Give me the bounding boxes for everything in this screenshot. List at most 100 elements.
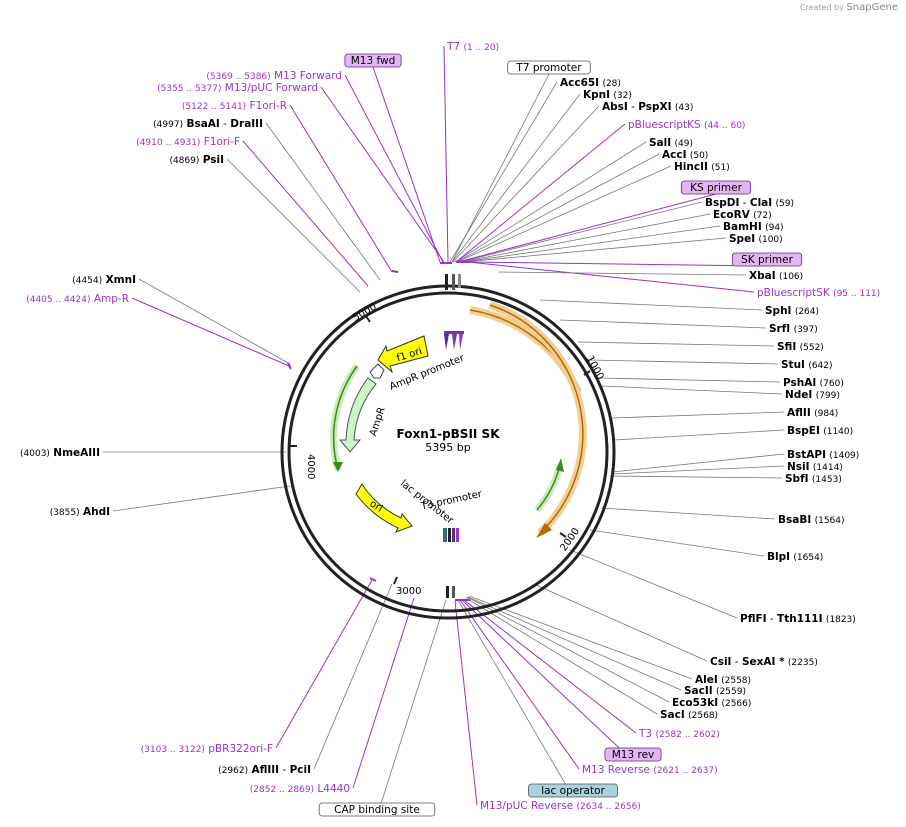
- pshai-label: PshAI (760): [783, 377, 844, 389]
- blpi-text: BlpI (1654): [767, 551, 823, 563]
- leader-bspei: [613, 429, 785, 441]
- bsabi-text: BsaBI (1564): [778, 514, 845, 526]
- site-labels: M13 fwd T7 (1 .. 20) T7 promoter (5369 .. 5…: [20, 41, 880, 817]
- kpni-label: KpnI (32): [583, 89, 632, 101]
- leader-sk-primer: [469, 261, 768, 267]
- t7-text: T7 (1 .. 20): [446, 41, 499, 53]
- green-arrow-right: [556, 458, 564, 472]
- bspei-label: BspEI (1140): [787, 425, 853, 437]
- ks-primer-text: KS primer: [690, 182, 742, 194]
- pbluescriptsk-label: pBluescriptSK (95 .. 111): [757, 287, 880, 299]
- leader-sbfi: [609, 475, 783, 479]
- xmni-label: (4454) XmnI: [72, 274, 136, 286]
- f1ori-f-label: (4910 .. 4931) F1ori-F: [136, 136, 240, 148]
- leader-ahdi: [112, 485, 291, 512]
- leader-stui: [589, 359, 779, 365]
- alei-text: AleI (2558): [695, 674, 751, 686]
- leader-t7: [443, 45, 449, 263]
- saci-text: SacI (2568): [660, 709, 718, 721]
- leader-pbr322ori-f: [275, 579, 373, 749]
- m13-puc-reverse-label: M13/pUC Reverse (2634 .. 2656): [480, 800, 641, 812]
- sbfi-text: SbfI (1453): [785, 473, 842, 485]
- ecorv-label: EcoRV (72): [713, 209, 772, 221]
- spei-text: SpeI (100): [729, 233, 783, 245]
- leader-absi: [452, 105, 600, 263]
- stui-text: StuI (642): [781, 359, 833, 371]
- psii-text: (4869) PsiI: [169, 154, 224, 166]
- m13-puc-forward-text: (5355 .. 5377) M13/pUC Forward: [157, 82, 318, 94]
- bstapi-text: BstAPI (1409): [787, 449, 859, 461]
- leader-sacii: [467, 596, 682, 691]
- pbluescriptsk-text: pBluescriptSK (95 .. 111): [757, 287, 880, 299]
- leader-ecorv: [460, 213, 711, 263]
- tick-3000: 3000: [396, 586, 421, 597]
- leader-m13-fwd: [372, 66, 441, 263]
- leader-nsii: [610, 465, 785, 475]
- hincii-text: HincII (51): [674, 161, 730, 173]
- leader-t3: [463, 599, 637, 734]
- bsaai-text: (4997) BsaAI - DraIII: [153, 118, 263, 130]
- kpni-text: KpnI (32): [583, 89, 632, 101]
- snapgene-brand: SnapGene: [846, 2, 898, 13]
- mcs-features-top: [444, 274, 464, 350]
- m13-rev-label: M13 rev: [604, 747, 662, 762]
- ecorv-text: EcoRV (72): [713, 209, 772, 221]
- t3-label: T3 (2582 .. 2602): [638, 728, 720, 740]
- leader-alei: [468, 595, 693, 680]
- green-arrow-left: [333, 462, 343, 472]
- pbr322ori-f-label: (3103 .. 3122) pBR322ori-F: [141, 743, 273, 755]
- ndei-label: NdeI (799): [785, 389, 840, 401]
- leader-bstapi: [611, 453, 785, 473]
- leader-kpni: [451, 93, 581, 263]
- pflfi-label: PflFI - Tth111I (1823): [740, 613, 856, 625]
- pbr322ori-f-text: (3103 .. 3122) pBR322ori-F: [141, 743, 273, 755]
- tick-2000: 2000: [558, 526, 582, 553]
- leader-pbluescriptsk: [467, 261, 755, 293]
- leader-ndei: [601, 385, 783, 395]
- leader-sphi: [539, 299, 763, 311]
- sk-primer-label: SK primer: [731, 252, 803, 267]
- plasmid-name: Foxn1-pBSII SK: [397, 427, 501, 441]
- ahdi-text: (3855) AhdI: [50, 506, 110, 518]
- m13-fwd-box: [344, 53, 402, 68]
- bspdi-label: BspDI - ClaI (59): [705, 197, 794, 209]
- t7-promoter-box: [507, 60, 591, 75]
- label-leader-lines: [103, 45, 785, 817]
- leader-pbluescriptks: [455, 123, 626, 263]
- m13-reverse-label: M13 Reverse (2621 .. 2637): [582, 764, 718, 776]
- insert-arrow-2: [536, 523, 552, 538]
- bspdi-text: BspDI - ClaI (59): [705, 197, 794, 209]
- plasmid-size: 5395 bp: [425, 441, 470, 454]
- cap-binding-site-text: CAP binding site: [334, 804, 420, 816]
- amp-r-label: (4405 .. 4424) Amp-R: [26, 293, 129, 305]
- f1-ori-feature: f1 ori: [377, 335, 429, 374]
- absi-label: AbsI - PspXI (43): [602, 101, 693, 113]
- sali-text: SalI (49): [649, 137, 693, 149]
- xbai-text: XbaI (106): [749, 270, 803, 282]
- lac-operator-box: [528, 783, 619, 798]
- csii-label: CsiI - SexAI * (2235): [710, 656, 818, 668]
- watermark-prefix: Created by: [799, 3, 844, 12]
- leader-blpi: [589, 529, 765, 557]
- sbfi-label: SbfI (1453): [785, 473, 842, 485]
- absi-text: AbsI - PspXI (43): [602, 101, 693, 113]
- csii-text: CsiI - SexAI * (2235): [710, 656, 818, 668]
- m13-forward-label: (5369 .. 5386) M13 Forward: [206, 70, 342, 82]
- leader-ks-primer: [457, 193, 717, 263]
- eco53ki-text: Eco53kI (2566): [672, 697, 751, 709]
- leader-m13-reverse: [459, 599, 580, 770]
- t7-promoter-label: T7 promoter: [507, 60, 591, 75]
- leader-bspdi: [459, 201, 703, 263]
- ndei-text: NdeI (799): [785, 389, 840, 401]
- m13-fwd-text: M13 fwd: [351, 55, 396, 67]
- leader-f1ori-r: [289, 104, 393, 273]
- leader-m13-puc-reverse: [454, 600, 478, 806]
- xmni-text: (4454) XmnI: [72, 274, 136, 286]
- lac-operator-text: lac operator: [541, 785, 605, 797]
- sacii-text: SacII (2559): [684, 685, 746, 697]
- saci-label: SacI (2568): [660, 709, 718, 721]
- pflfi-text: PflFI - Tth111I (1823): [740, 613, 856, 625]
- acc65i-label: Acc65I (28): [560, 77, 621, 89]
- pbluescriptks-label: pBluescriptKS (44 .. 60): [628, 119, 745, 131]
- cap-binding-site-label: CAP binding site: [318, 802, 436, 817]
